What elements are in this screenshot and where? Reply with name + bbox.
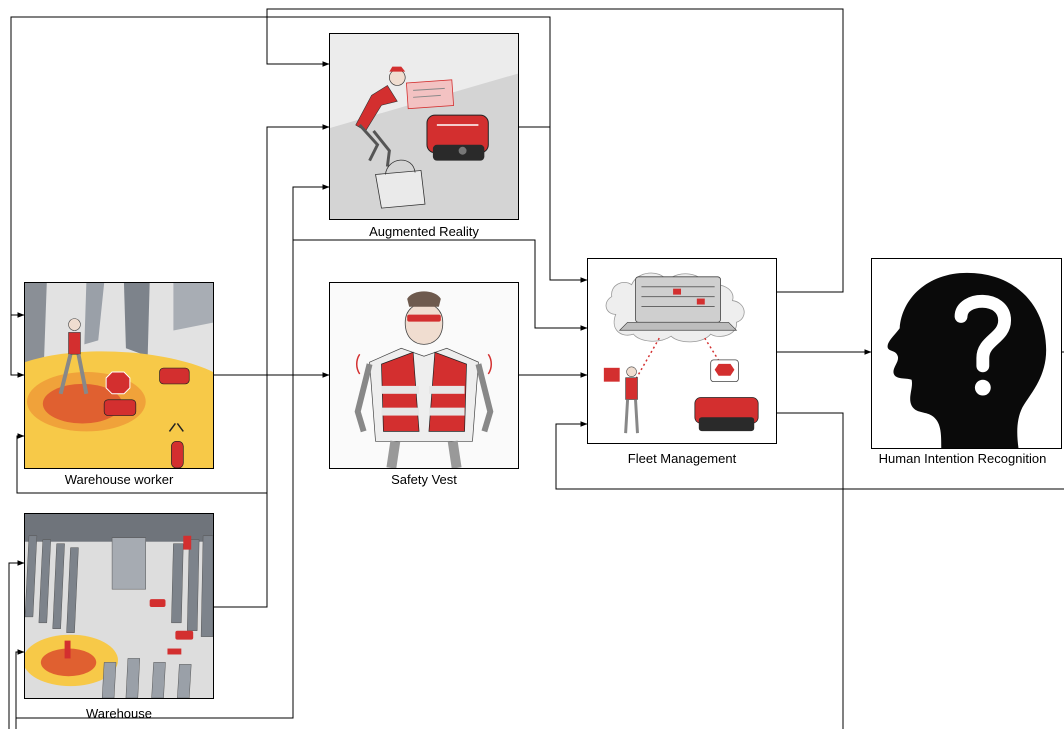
warehouse-node xyxy=(24,513,214,699)
warehouse-loop-connector xyxy=(16,652,24,718)
augmented-reality-illustration xyxy=(330,34,518,219)
fleet-management-label: Fleet Management xyxy=(587,451,777,467)
safety-vest-label: Safety Vest xyxy=(329,472,519,488)
human-intention-recognition-label: Human Intention Recognition xyxy=(861,451,1064,467)
ar-to-fleet-connector xyxy=(519,127,587,280)
warehouse-entry-connector xyxy=(9,563,24,729)
human-intention-recognition-node xyxy=(871,258,1062,449)
warehouse-worker-illustration xyxy=(25,283,213,468)
augmented-reality-label: Augmented Reality xyxy=(329,224,519,240)
head-silhouette-icon xyxy=(872,259,1061,448)
safety-vest-node xyxy=(329,282,519,469)
warehouse-label: Warehouse xyxy=(24,706,214,722)
warehouse-worker-node xyxy=(24,282,214,469)
fleet-management-illustration xyxy=(588,259,776,443)
augmented-reality-node xyxy=(329,33,519,220)
warehouse-illustration xyxy=(25,514,213,698)
fleet-management-node xyxy=(587,258,777,444)
warehouse-worker-label: Warehouse worker xyxy=(24,472,214,488)
fleet-feedback-connector xyxy=(777,413,843,729)
safety-vest-illustration xyxy=(330,283,518,468)
warehouse-to-ar-connector xyxy=(214,127,329,607)
